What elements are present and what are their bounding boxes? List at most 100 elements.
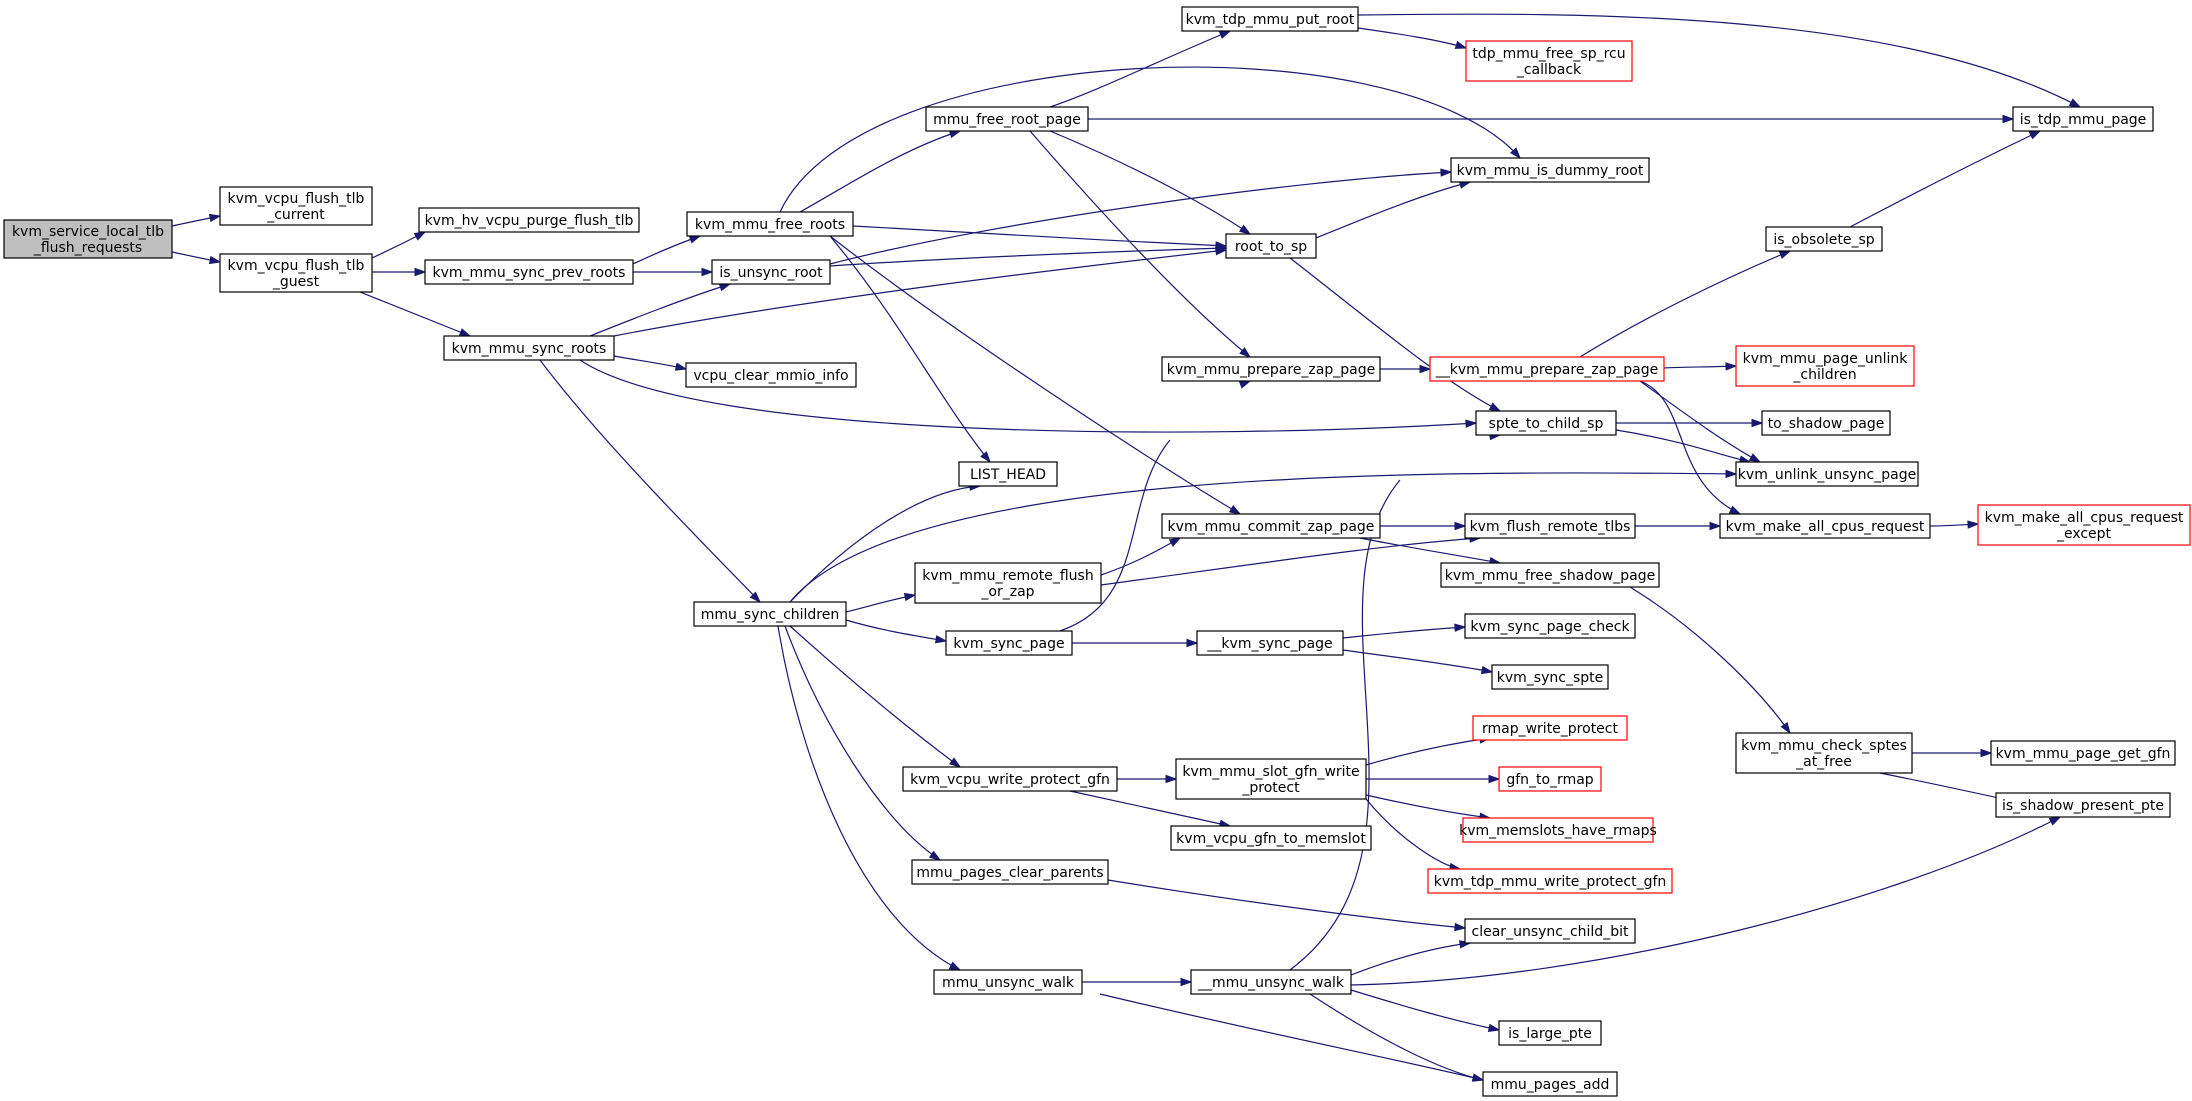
node-root-to-sp[interactable]: root_to_sp <box>1225 233 1317 259</box>
call-edge-mmu_pages_clear_parents-to-clear_unsync_child_bit <box>1107 879 1467 932</box>
node-kvm-vcpu-gfn-to-memslot[interactable]: kvm_vcpu_gfn_to_memslot <box>1170 825 1372 851</box>
arrowhead-icon <box>1454 623 1467 632</box>
node-kvm-mmu-sync-prev-roots[interactable]: kvm_mmu_sync_prev_roots <box>424 259 634 285</box>
node-label-line: kvm_tdp_mmu_write_protect_gfn <box>1434 874 1667 890</box>
node-mmu-free-root-page[interactable]: mmu_free_root_page <box>925 106 1089 132</box>
arrowhead-icon <box>948 130 962 139</box>
call-edge-__kvm_sync_page-to-kvm_sync_page_check <box>1342 623 1467 639</box>
node-label-line: tdp_mmu_free_sp_rcu <box>1472 46 1625 62</box>
node-box <box>1995 792 2171 818</box>
arrowhead-icon <box>2028 130 2042 140</box>
node-box <box>2012 106 2154 132</box>
arrowhead-icon <box>1488 402 1502 412</box>
node-kvm-mmu-check-sptes-at-free[interactable]: kvm_mmu_check_sptes_at_free <box>1735 732 1913 774</box>
node-tdp-mmu-free-sp-rcu-callback[interactable]: tdp_mmu_free_sp_rcu_callback <box>1465 40 1633 82</box>
node-vcpu-clear-mmio-info[interactable]: vcpu_clear_mmio_info <box>685 362 857 388</box>
node-kvm-mmu-is-dummy-root[interactable]: kvm_mmu_is_dummy_root <box>1450 157 1650 183</box>
node-box <box>1462 817 1654 843</box>
call-edge-__kvm_sync_page-to-kvm_sync_spte <box>1342 649 1494 675</box>
node-kvm-sync-spte[interactable]: kvm_sync_spte <box>1491 664 1609 690</box>
node-label-line: _flush_requests <box>33 240 142 256</box>
call-edge-kvm_mmu_check_sptes_at_free-to-kvm_mmu_page_get_gfn <box>1912 748 1993 758</box>
node-clear-unsync-child-bit[interactable]: clear_unsync_child_bit <box>1464 918 1636 944</box>
arrowhead-icon <box>1709 521 1722 531</box>
arrowhead-icon <box>1228 504 1242 515</box>
node-mmu-unsync-walk[interactable]: __mmu_unsync_walk <box>1190 969 1352 995</box>
node-kvm-mmu-slot-gfn-write-protect[interactable]: kvm_mmu_slot_gfn_write_protect <box>1175 758 1367 800</box>
arrowhead-icon <box>1487 1023 1501 1033</box>
node-is-unsync-root[interactable]: is_unsync_root <box>711 259 831 285</box>
node-box <box>1765 226 1883 252</box>
node-mmu-unsync-walk[interactable]: mmu_unsync_walk <box>933 969 1083 995</box>
call-edge-kvm_vcpu_flush_tlb_guest-to-kvm_mmu_sync_roots <box>359 291 472 337</box>
node-label-line: mmu_free_root_page <box>933 112 1081 128</box>
node-label-line: kvm_mmu_slot_gfn_write <box>1182 764 1359 780</box>
node-box <box>1225 233 1317 259</box>
node-box <box>686 211 854 237</box>
arrowhead-icon <box>1725 469 1738 479</box>
call-edge-kvm_mmu_free_roots-to-LIST_HEAD <box>829 235 991 464</box>
node-kvm-sync-page-check[interactable]: kvm_sync_page_check <box>1464 613 1636 639</box>
node-kvm-mmu-sync-roots[interactable]: kvm_mmu_sync_roots <box>443 335 615 361</box>
node-kvm-mmu-page-unlink-children[interactable]: kvm_mmu_page_unlink_children <box>1735 345 1915 387</box>
node-kvm-hv-vcpu-purge-flush-tlb[interactable]: kvm_hv_vcpu_purge_flush_tlb <box>418 207 640 233</box>
node-mmu-sync-children[interactable]: mmu_sync_children <box>693 601 847 627</box>
node-kvm-make-all-cpus-request[interactable]: kvm_make_all_cpus_request <box>1719 513 1931 539</box>
node-is-tdp-mmu-page[interactable]: is_tdp_mmu_page <box>2012 106 2154 132</box>
node-kvm-mmu-free-shadow-page[interactable]: kvm_mmu_free_shadow_page <box>1440 562 1660 588</box>
call-edges <box>171 13 2082 1082</box>
node-label-line: kvm_make_all_cpus_request <box>1726 519 1925 535</box>
node-kvm-mmu-free-roots[interactable]: kvm_mmu_free_roots <box>686 211 854 237</box>
node-kvm-mmu-prepare-zap-page[interactable]: kvm_mmu_prepare_zap_page <box>1161 356 1381 382</box>
call-edge-__kvm_mmu_prepare_zap_page-to-kvm_unlink_unsync_page <box>1639 380 1762 463</box>
arrowhead-icon <box>1480 665 1494 675</box>
node-is-shadow-present-pte[interactable]: is_shadow_present_pte <box>1995 792 2171 818</box>
node-kvm-sync-page[interactable]: kvm_sync_page <box>945 630 1073 656</box>
node-label-line: mmu_unsync_walk <box>942 975 1075 991</box>
arrowhead-icon <box>948 961 962 971</box>
node-kvm-make-all-cpus-request-except[interactable]: kvm_make_all_cpus_request_except <box>1977 504 2191 546</box>
node-kvm-mmu-remote-flush-or-zap[interactable]: kvm_mmu_remote_flush_or_zap <box>914 562 1102 604</box>
node-kvm-vcpu-flush-tlb-current[interactable]: kvm_vcpu_flush_tlb_current <box>219 186 373 226</box>
node-label-line: _or_zap <box>980 584 1034 600</box>
arrowhead-icon <box>1748 453 1762 463</box>
node-kvm-mmu-page-get-gfn[interactable]: kvm_mmu_page_get_gfn <box>1990 740 2176 766</box>
arrowhead-icon <box>1751 418 1764 428</box>
node-label-line: kvm_service_local_tlb <box>12 224 164 240</box>
node-gfn-to-rmap[interactable]: gfn_to_rmap <box>1498 766 1602 792</box>
node-is-obsolete-sp[interactable]: is_obsolete_sp <box>1765 226 1883 252</box>
call-edge-mmu_sync_children-to-kvm_sync_page <box>845 619 948 644</box>
node-LIST-HEAD[interactable]: LIST_HEAD <box>958 461 1058 487</box>
node-box <box>1735 461 1919 487</box>
node-kvm-unlink-unsync-page[interactable]: kvm_unlink_unsync_page <box>1735 461 1919 487</box>
node-kvm-mmu-prepare-zap-page[interactable]: __kvm_mmu_prepare_zap_page <box>1429 356 1665 382</box>
node-kvm-flush-remote-tlbs[interactable]: kvm_flush_remote_tlbs <box>1464 513 1636 539</box>
node-box <box>911 859 1109 885</box>
node-kvm-vcpu-write-protect-gfn[interactable]: kvm_vcpu_write_protect_gfn <box>902 766 1118 792</box>
node-spte-to-child-sp[interactable]: spte_to_child_sp <box>1475 410 1617 436</box>
node-kvm-sync-page[interactable]: __kvm_sync_page <box>1196 630 1344 656</box>
node-to-shadow-page[interactable]: to_shadow_page <box>1761 410 1891 436</box>
call-edge-is_obsolete_sp-to-is_tdp_mmu_page <box>1849 130 2042 228</box>
node-kvm-tdp-mmu-put-root[interactable]: kvm_tdp_mmu_put_root <box>1181 6 1359 32</box>
node-kvm-vcpu-flush-tlb-guest[interactable]: kvm_vcpu_flush_tlb_guest <box>219 253 373 293</box>
node-mmu-pages-clear-parents[interactable]: mmu_pages_clear_parents <box>911 859 1109 885</box>
node-mmu-pages-add[interactable]: mmu_pages_add <box>1482 1071 1618 1097</box>
node-is-large-pte[interactable]: is_large_pte <box>1498 1020 1602 1046</box>
node-kvm-tdp-mmu-write-protect-gfn[interactable]: kvm_tdp_mmu_write_protect_gfn <box>1427 868 1673 894</box>
call-edge-kvm_mmu_free_roots-to-kvm_mmu_commit_zap_page <box>829 235 1242 515</box>
call-edge-__mmu_unsync_walk-to-clear_unsync_child_bit <box>1350 940 1472 976</box>
node-kvm-memslots-have-rmaps[interactable]: kvm_memslots_have_rmaps <box>1459 817 1657 843</box>
node-rmap-write-protect[interactable]: rmap_write_protect <box>1472 715 1628 741</box>
call-edge-kvm_tdp_mmu_put_root-to-is_tdp_mmu_page <box>1357 13 2082 108</box>
node-box <box>1761 410 1891 436</box>
call-edge-mmu_free_root_page-to-kvm_mmu_prepare_zap_page <box>1029 130 1252 358</box>
arrowhead-icon <box>1967 520 1980 529</box>
node-label-line: rmap_write_protect <box>1482 721 1619 737</box>
node-kvm-mmu-commit-zap-page[interactable]: kvm_mmu_commit_zap_page <box>1161 513 1381 539</box>
call-edge-kvm_tdp_mmu_put_root-to-tdp_mmu_free_sp_rcu_callback <box>1357 27 1468 49</box>
node-label-line: kvm_memslots_have_rmaps <box>1459 823 1657 839</box>
node-label-line: kvm_flush_remote_tlbs <box>1470 519 1631 535</box>
node-kvm-service-local-tlb-flush-requests[interactable]: kvm_service_local_tlb_flush_requests <box>3 219 173 259</box>
